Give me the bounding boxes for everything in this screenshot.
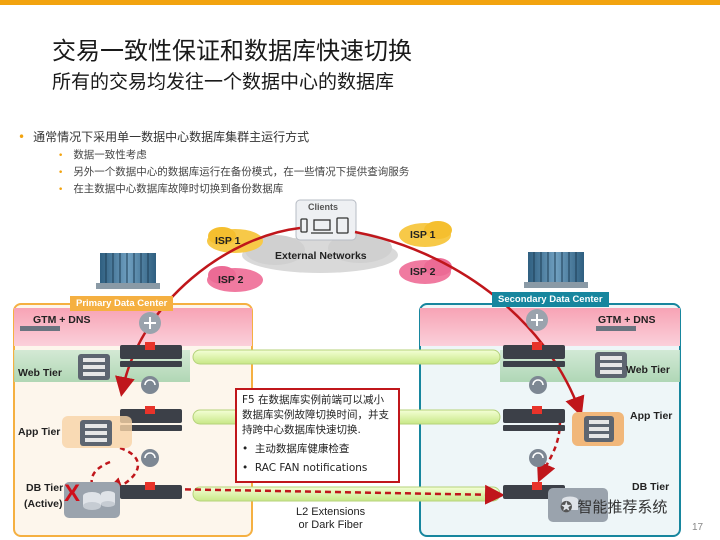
- isp1-left-label: ISP 1: [215, 235, 241, 247]
- gtm-dns-left-label: GTM + DNS: [33, 314, 91, 326]
- bullet-sub-text: 在主数据中心数据库故障时切换到备份数据库: [73, 183, 284, 195]
- wechat-icon: ✪: [560, 498, 573, 516]
- isp2-left-label: ISP 2: [218, 274, 244, 286]
- switch-left-icon: [141, 376, 159, 467]
- firewall-left-icon: [145, 342, 155, 490]
- web-tier-left-label: Web Tier: [18, 367, 62, 379]
- callout-text: F5 在数据库实例前端可以减小数据库实例故障切换时间，并支持跨中心数据库快速切换…: [242, 394, 389, 436]
- clients-label: Clients: [308, 202, 339, 212]
- bullet-dot-icon: •: [58, 185, 64, 195]
- db-server-left-icon: [64, 482, 120, 518]
- db-tier-right-label: DB Tier: [632, 481, 670, 493]
- app-server-right-icon: [572, 412, 624, 446]
- db-tier-left-label: DB Tier: [26, 482, 64, 494]
- external-networks-cloud-icon: [242, 233, 398, 273]
- bullet-sub-3: • 在主数据中心数据库故障时切换到备份数据库: [58, 181, 283, 196]
- bullet-sub-1: • 数据一致性考虑: [58, 147, 147, 162]
- gtm-device-right-icon: [596, 326, 636, 331]
- page-subtitle: 所有的交易均发往一个数据中心的数据库: [52, 71, 395, 93]
- gtm-dns-right-label: GTM + DNS: [598, 314, 656, 326]
- external-networks-label: External Networks: [275, 250, 367, 262]
- failure-x-mark: X: [64, 480, 81, 507]
- bullet-dot-icon: •: [58, 168, 64, 178]
- app-tier-left-label: App Tier: [18, 426, 61, 438]
- l2-extensions-label: L2 Extensions or Dark Fiber: [296, 506, 365, 532]
- bullet-sub-text: 数据一致性考虑: [73, 149, 147, 161]
- f5-appliances-left-icon: [120, 345, 182, 499]
- page-number: 17: [692, 522, 704, 533]
- switch-right-icon: [529, 376, 547, 467]
- l2-line-2: or Dark Fiber: [298, 519, 363, 531]
- app-tier-right-label: App Tier: [630, 410, 673, 422]
- isp1-left-cloud-icon: [207, 227, 263, 253]
- gtm-router-right-icon: [526, 309, 548, 331]
- app-server-left-icon: [62, 416, 132, 448]
- firewall-right-icon: [532, 342, 542, 490]
- primary-dc-label: Primary Data Center: [70, 296, 174, 311]
- gtm-device-left-icon: [20, 326, 60, 331]
- failover-arrow-secondary-db: [536, 419, 562, 483]
- bullet-dot-icon: •: [18, 130, 26, 144]
- watermark-text: 智能推荐系统: [577, 498, 668, 516]
- bullet-main: • 通常情况下采用单一数据中心数据库集群主运行方式: [18, 128, 309, 145]
- bullet-sub-2: • 另外一个数据中心的数据库运行在备份模式，在一些情况下提供查询服务: [58, 164, 409, 179]
- primary-datacenter-building-icon: [96, 253, 160, 289]
- isp1-right-cloud-icon: [399, 221, 452, 247]
- bullet-main-text: 通常情况下采用单一数据中心数据库集群主运行方式: [33, 130, 310, 144]
- failover-arrow-app-db: [103, 446, 140, 497]
- callout-item-2: • RAC FAN notifications: [242, 462, 368, 474]
- failover-arrow-cross-dc: [164, 484, 505, 505]
- link-bar-web: [192, 349, 501, 365]
- isp1-right-label: ISP 1: [410, 229, 436, 241]
- gtm-band-right: [420, 308, 680, 346]
- bullet-dot-icon: •: [58, 151, 64, 161]
- isp2-right-label: ISP 2: [410, 266, 436, 278]
- top-accent-bar: [0, 0, 720, 5]
- page-title: 交易一致性保证和数据库快速切换: [52, 37, 412, 65]
- callout-item-text: 主动数据库健康检查: [254, 443, 350, 455]
- f5-callout-box: F5 在数据库实例前端可以减小数据库实例故障切换时间，并支持跨中心数据库快速切换…: [235, 388, 400, 483]
- traffic-arrow-secondary: [354, 230, 585, 417]
- l2-line-1: L2 Extensions: [296, 506, 366, 518]
- gtm-router-left-icon: [139, 312, 161, 334]
- callout-item-1: • 主动数据库健康检查: [242, 443, 350, 455]
- web-tier-right-label: Web Tier: [626, 364, 670, 376]
- web-server-right-icon: [595, 352, 627, 378]
- secondary-dc-label: Secondary Data Center: [492, 292, 609, 307]
- db-server-right-icon: [548, 488, 608, 522]
- secondary-datacenter-building-icon: [524, 252, 588, 288]
- web-server-left-icon: [78, 354, 110, 380]
- db-tier-active-label: (Active): [24, 498, 63, 510]
- callout-item-text: RAC FAN notifications: [254, 462, 368, 474]
- watermark: ✪ 智能推荐系统: [560, 496, 667, 517]
- bullet-sub-text: 另外一个数据中心的数据库运行在备份模式，在一些情况下提供查询服务: [73, 166, 410, 178]
- isp2-left-cloud-icon: [207, 266, 263, 292]
- client-devices-icon: [300, 217, 349, 234]
